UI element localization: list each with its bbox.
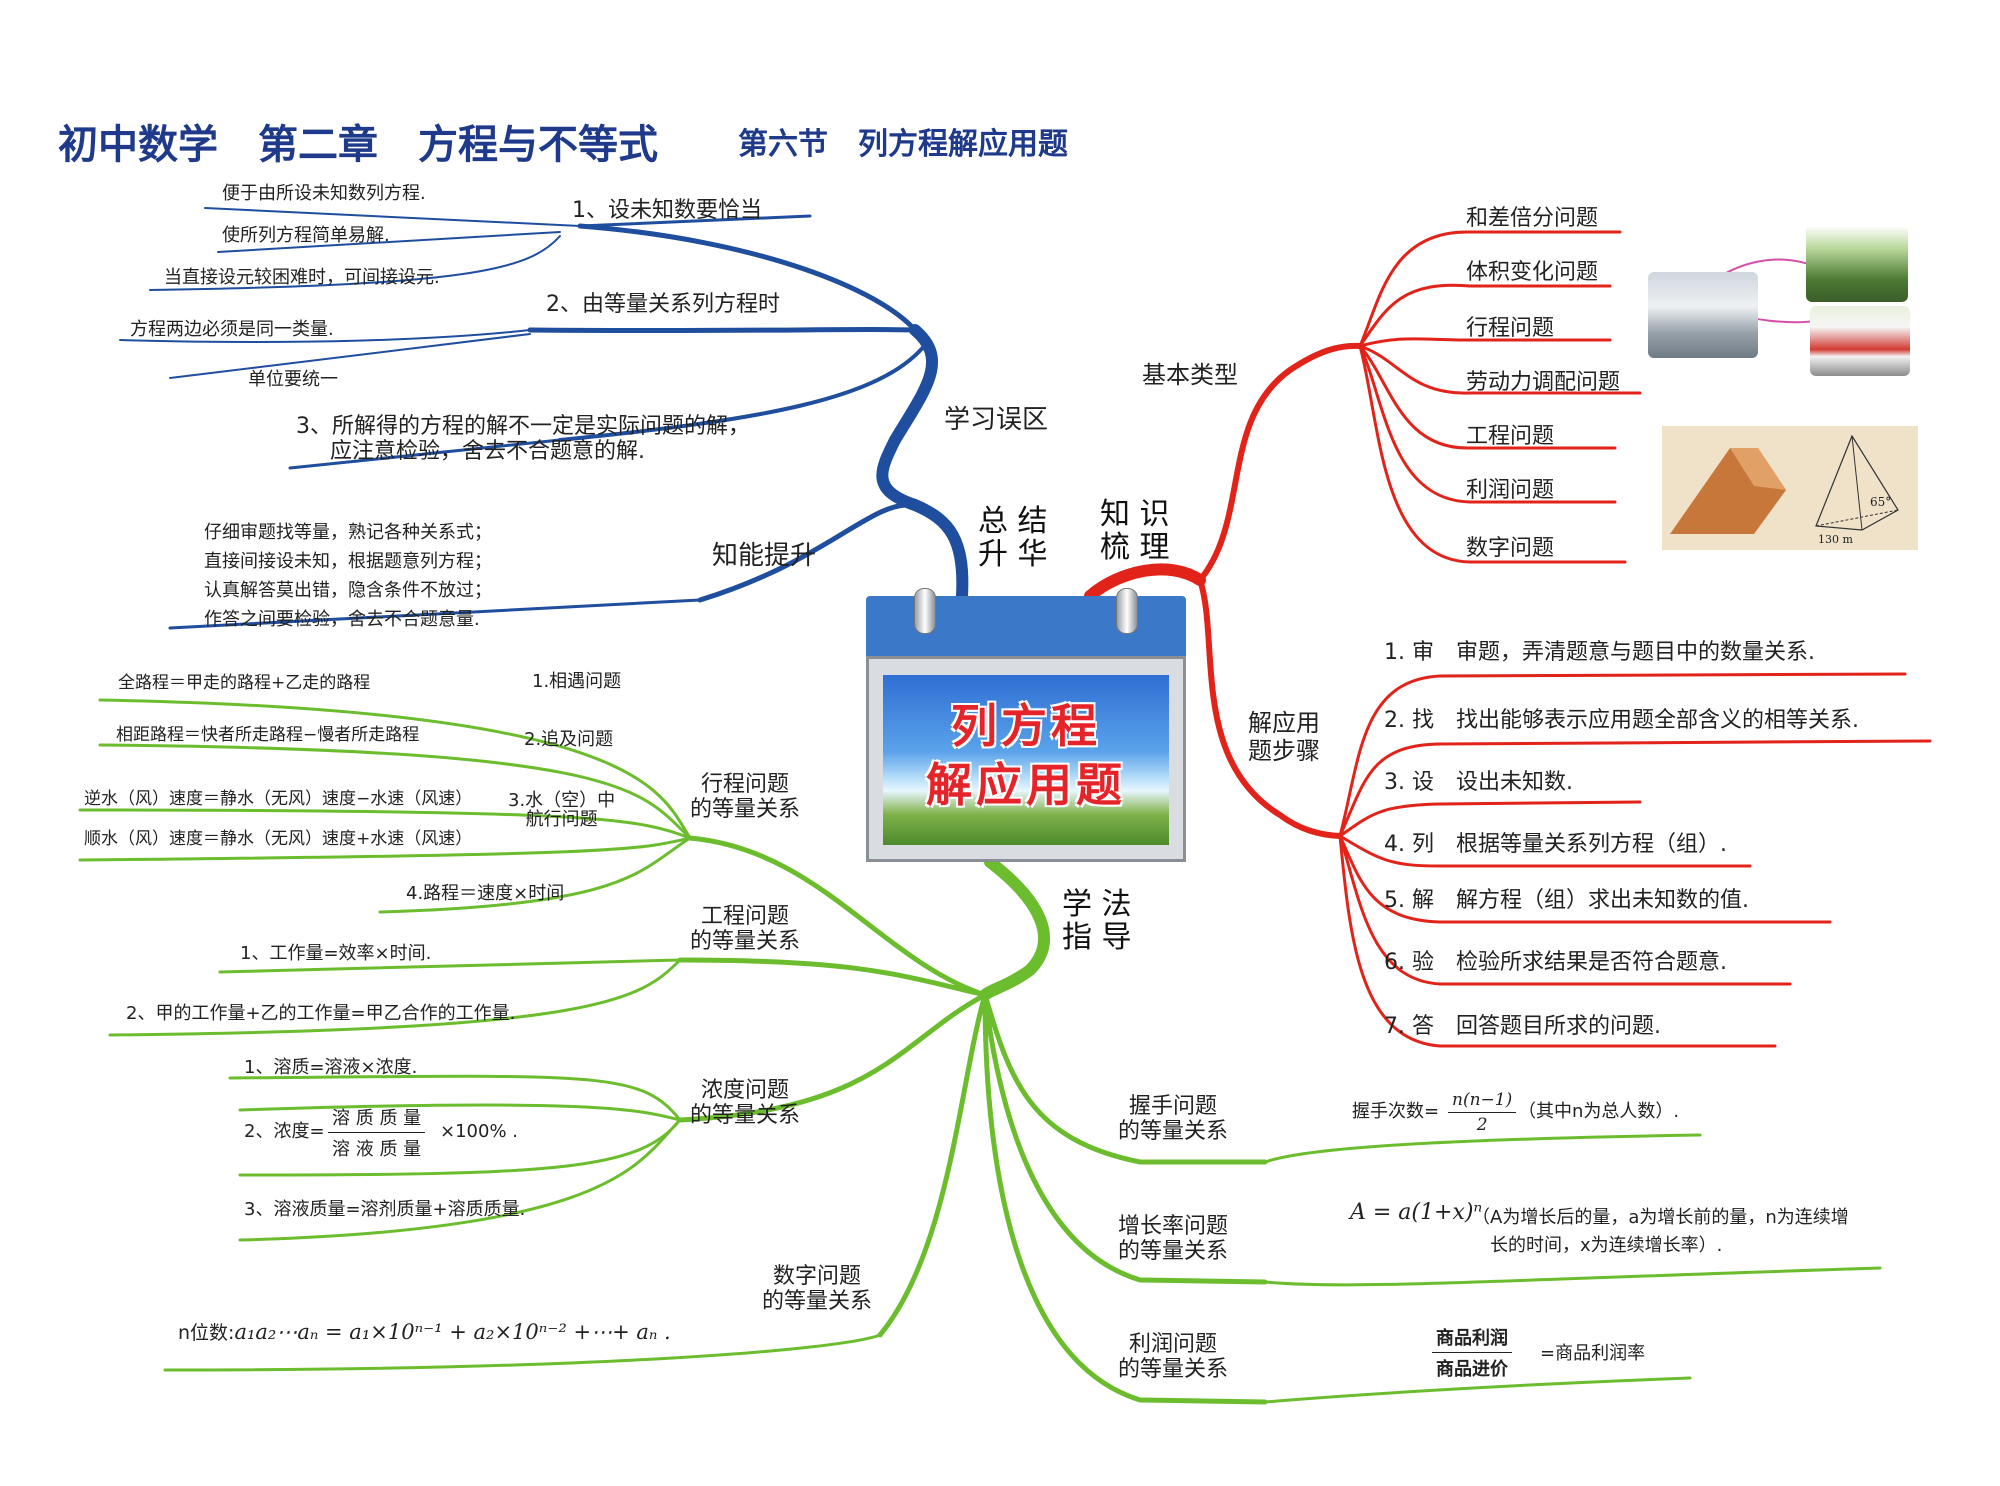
growth-label: 增长率问题的等量关系: [1118, 1214, 1229, 1265]
pyramid-base: 130 m: [1818, 533, 1853, 546]
digits-label: 数字问题的等量关系: [762, 1264, 873, 1315]
mistake-1-sub: 便于由所设未知数列方程.: [222, 183, 426, 204]
runners-photo: [1806, 226, 1908, 302]
basic-type-item: 工程问题: [1466, 424, 1555, 449]
basic-type-item: 劳动力调配问题: [1466, 370, 1621, 395]
mistake-2-sub: 方程两边必须是同一类量.: [130, 319, 334, 340]
mistake-3: 3、所解得的方程的解不一定是实际问题的解， 应注意检验，舍去不合题意的解.: [296, 414, 750, 465]
basic-types-label: 基本类型: [1142, 361, 1238, 389]
center-topic: 列方程 解应用题: [926, 699, 1126, 812]
handshake-prefix: 握手次数=: [1352, 1101, 1440, 1122]
basic-type-item: 利润问题: [1466, 478, 1555, 503]
mistake-1: 1、设未知数要恰当: [572, 198, 762, 223]
profit-label: 利润问题的等量关系: [1118, 1332, 1229, 1383]
handshake-label: 握手问题的等量关系: [1118, 1094, 1229, 1145]
concentration-fraction: 溶 质 质 量 溶 液 质 量: [328, 1104, 426, 1161]
basic-type-item: 体积变化问题: [1466, 260, 1599, 285]
mistakes-label: 学习误区: [944, 405, 1049, 435]
travel-item: 2.追及问题: [524, 729, 614, 750]
step-item: 5. 解 解方程（组）求出未知数的值.: [1384, 888, 1749, 913]
building-photo: [1648, 272, 1758, 358]
concentration-item: ×100% .: [440, 1121, 518, 1142]
improve-label: 知能提升: [712, 541, 817, 571]
mistake-2: 2、由等量关系列方程时: [546, 292, 780, 317]
calendar-ring: [1116, 588, 1138, 634]
step-item: 4. 列 根据等量关系列方程（组）.: [1384, 832, 1727, 857]
step-item: 7. 答 回答题目所求的问题.: [1384, 1014, 1661, 1039]
profit-suffix: =商品利润率: [1540, 1343, 1646, 1364]
hub-summary: 总 结升 华: [978, 504, 1048, 572]
concentration-item: 1、溶质=溶液×浓度.: [244, 1057, 418, 1078]
step-item: 2. 找 找出能够表示应用题全部含义的相等关系.: [1384, 708, 1859, 733]
concentration-label: 浓度问题的等量关系: [690, 1078, 801, 1129]
travel-sub: 逆水（风）速度＝静水（无风）速度−水速（风速）: [84, 789, 473, 809]
page-title: 初中数学 第二章 方程与不等式: [58, 122, 658, 168]
travel-sub: 全路程＝甲走的路程+乙走的路程: [118, 673, 371, 693]
calendar-body: 列方程 解应用题: [866, 656, 1186, 862]
engineering-label: 工程问题的等量关系: [690, 904, 801, 955]
concentration-item: 2、浓度=: [244, 1121, 325, 1142]
section-title: 第六节 列方程解应用题: [738, 127, 1068, 162]
center-calendar: 列方程 解应用题: [866, 588, 1186, 862]
growth-formula: A = a(1+x)ⁿ: [1350, 1200, 1483, 1225]
windmill-picture: 列方程 解应用题: [883, 675, 1169, 845]
growth-desc: （A为增长后的量，a为增长前的量，n为连续增: [1472, 1207, 1849, 1228]
basic-type-item: 和差倍分问题: [1466, 206, 1599, 231]
calendar-ring: [914, 588, 936, 634]
digits-formula: n位数:a₁a₂⋯aₙ = a₁×10ⁿ⁻¹ + a₂×10ⁿ⁻² +⋯+ aₙ…: [178, 1320, 671, 1344]
handshake-suffix: （其中n为总人数）.: [1518, 1101, 1680, 1122]
travel-item: 3.水（空）中航行问题: [508, 790, 616, 830]
travel-sub: 相距路程＝快者所走路程−慢者所走路程: [116, 725, 420, 745]
engineering-item: 2、甲的工作量+乙的工作量=甲乙合作的工作量.: [126, 1003, 516, 1024]
pyramid-icon: [1670, 434, 1899, 534]
step-item: 6. 验 检验所求结果是否符合题意.: [1384, 950, 1727, 975]
profit-fraction: 商品利润 商品进价: [1432, 1324, 1512, 1381]
engineering-item: 1、工作量=效率×时间.: [240, 943, 432, 964]
travel-item: 1.相遇问题: [532, 671, 622, 692]
basic-type-item: 数字问题: [1466, 536, 1555, 561]
pyramid-angle: 65°: [1870, 495, 1892, 509]
hub-method: 学 法指 导: [1062, 887, 1132, 955]
handshake-fraction: n(n−1) 2: [1448, 1090, 1517, 1135]
growth-desc: 长的时间，x为连续增长率）.: [1490, 1235, 1723, 1256]
mistake-1-sub: 当直接设元较困难时，可间接设元.: [164, 267, 440, 288]
improve-lines: 仔细审题找等量，熟记各种关系式； 直接间接设未知，根据题意列方程； 认真解答莫出…: [204, 522, 492, 630]
travel-sub: 顺水（风）速度＝静水（无风）速度+水速（风速）: [84, 829, 473, 849]
mistake-2-sub: 单位要统一: [248, 369, 338, 390]
step-item: 3. 设 设出未知数.: [1384, 770, 1573, 795]
pyramid-figure: 65° 130 m: [1662, 426, 1918, 550]
bus-photo: [1810, 306, 1910, 376]
mistake-1-sub: 使所列方程简单易解.: [222, 225, 390, 246]
travel-item: 4.路程＝速度×时间: [406, 883, 565, 904]
steps-label: 解应用题步骤: [1248, 709, 1320, 765]
step-item: 1. 审 审题，弄清题意与题目中的数量关系.: [1384, 640, 1815, 665]
travel-label: 行程问题的等量关系: [690, 772, 801, 823]
concentration-item: 3、溶液质量=溶剂质量+溶质质量.: [244, 1199, 526, 1220]
basic-type-item: 行程问题: [1466, 316, 1555, 341]
hub-knowledge: 知 识梳 理: [1100, 497, 1170, 565]
